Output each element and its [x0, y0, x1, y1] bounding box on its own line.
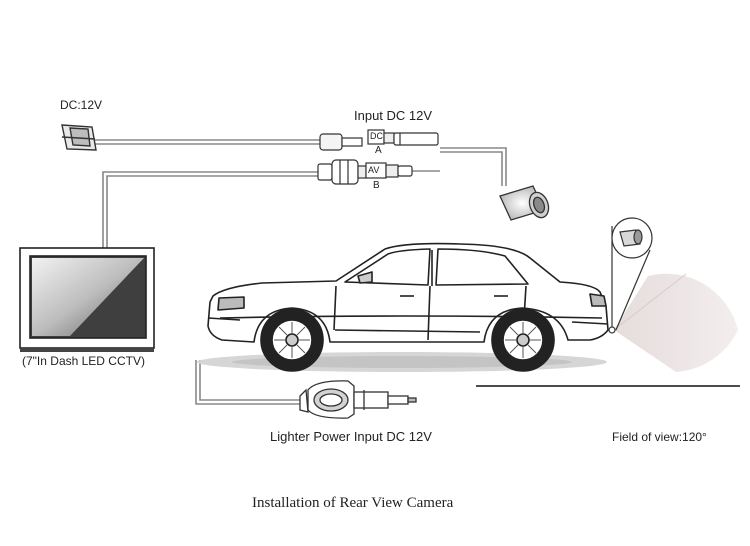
av-video-cable — [102, 171, 318, 248]
camera-zoom-callout — [608, 217, 653, 334]
input-dc-12v-label: Input DC 12V — [354, 108, 433, 123]
monitor-7in-cctv — [19, 247, 155, 352]
plug-a-label: A — [375, 145, 382, 156]
dc-12v-power-block — [61, 124, 97, 151]
monitor-label: (7"In Dash LED CCTV) — [22, 354, 145, 368]
rear-wheel — [491, 308, 555, 372]
plug-dc-label: DC — [370, 131, 383, 141]
connector-a-dc — [319, 129, 439, 151]
diagram-caption: Installation of Rear View Camera — [252, 495, 454, 511]
dc-power-cable — [95, 139, 320, 145]
plug-av-label: AV — [368, 165, 380, 175]
camera-cable — [412, 147, 507, 186]
plug-b-label: B — [373, 180, 380, 191]
front-wheel — [260, 308, 324, 372]
rear-camera-unit — [499, 185, 550, 221]
lighter-power-label: Lighter Power Input DC 12V — [270, 429, 432, 444]
field-of-view-label: Field of view:120° — [612, 430, 707, 444]
connector-b-av — [317, 159, 413, 185]
sedan-car — [207, 242, 609, 343]
lighter-cable — [195, 360, 300, 405]
dc-12v-label: DC:12V — [60, 98, 103, 112]
field-of-view-cone — [613, 273, 738, 372]
cigarette-lighter-plug — [299, 380, 417, 419]
